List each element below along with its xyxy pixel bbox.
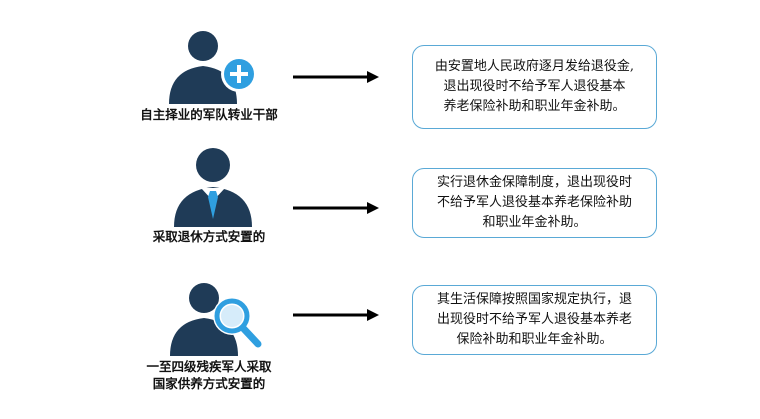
person-label: 自主择业的军队转业干部 xyxy=(134,106,284,123)
person-label-line: 一至四级残疾军人采取 xyxy=(146,359,272,374)
description-line: 出现役时不给予军人退役基本养老 xyxy=(436,312,632,327)
description-line: 不给予军人退役基本养老保险补助 xyxy=(436,195,632,210)
description-line: 退出现役时不给予军人退役基本 xyxy=(443,79,626,94)
description-line: 实行退休金保障制度，退出现役时 xyxy=(436,175,632,190)
description-line: 和职业年金补助。 xyxy=(482,215,587,230)
person-label-line: 自主择业的军队转业干部 xyxy=(140,107,278,122)
description-line: 养老保险补助和职业年金补助。 xyxy=(443,99,626,114)
person-search-icon xyxy=(158,278,270,358)
description-line: 保险补助和职业年金补助。 xyxy=(456,332,613,347)
description-line: 由安置地人民政府逐月发给退役金, xyxy=(434,59,635,74)
description-line: 其生活保障按照国家规定执行，退 xyxy=(436,292,632,307)
person-tie-icon xyxy=(168,143,258,228)
arrow-icon xyxy=(293,309,379,321)
arrow-icon xyxy=(293,202,379,214)
person-label-line: 采取退休方式安置的 xyxy=(152,229,266,244)
person-plus-icon xyxy=(155,26,270,106)
person-label: 采取退休方式安置的 xyxy=(134,228,284,245)
description-box: 其生活保障按照国家规定执行，退 出现役时不给予军人退役基本养老 保险补助和职业年… xyxy=(412,285,657,355)
person-label: 一至四级残疾军人采取 国家供养方式安置的 xyxy=(134,358,284,392)
description-box: 实行退休金保障制度，退出现役时 不给予军人退役基本养老保险补助 和职业年金补助。 xyxy=(412,168,657,238)
description-box: 由安置地人民政府逐月发给退役金, 退出现役时不给予军人退役基本 养老保险补助和职… xyxy=(412,45,657,129)
person-label-line: 国家供养方式安置的 xyxy=(152,376,266,391)
arrow-icon xyxy=(293,71,379,83)
